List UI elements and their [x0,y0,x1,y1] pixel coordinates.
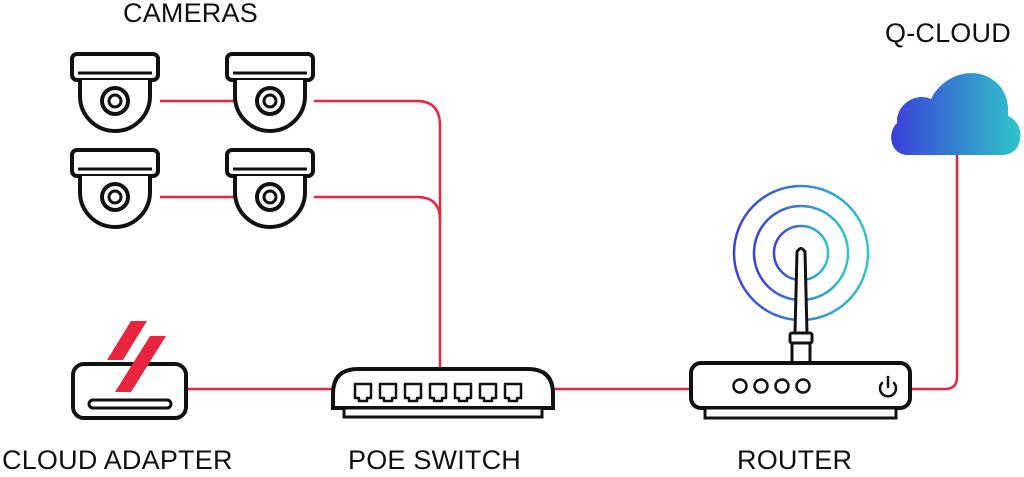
cloud-adapter-icon [71,321,188,420]
cable-lines [160,99,959,391]
camera-icon [70,148,160,229]
q-cloud-label: Q-CLOUD [885,18,1011,48]
cloud-icon [891,73,1021,155]
cameras-label: CAMERAS [123,0,258,28]
power-icon [878,375,898,398]
cloud-adapter-label: CLOUD ADAPTER [2,445,233,475]
camera-icon [225,52,315,133]
poe-switch-icon [331,367,555,419]
switch-port [353,382,373,403]
router-icon [689,184,912,420]
router-label: ROUTER [737,445,853,475]
switch-port [453,382,473,403]
switch-port [478,382,498,403]
router-button [774,378,790,394]
switch-port [503,382,523,403]
switch-port [428,382,448,403]
switch-port [378,382,398,403]
switch-port [403,382,423,403]
router-button [753,378,769,394]
camera-icon [225,148,315,229]
router-button [732,378,748,394]
camera-icon [70,52,160,133]
poe-switch-label: POE SWITCH [348,445,522,475]
router-button [795,378,811,394]
